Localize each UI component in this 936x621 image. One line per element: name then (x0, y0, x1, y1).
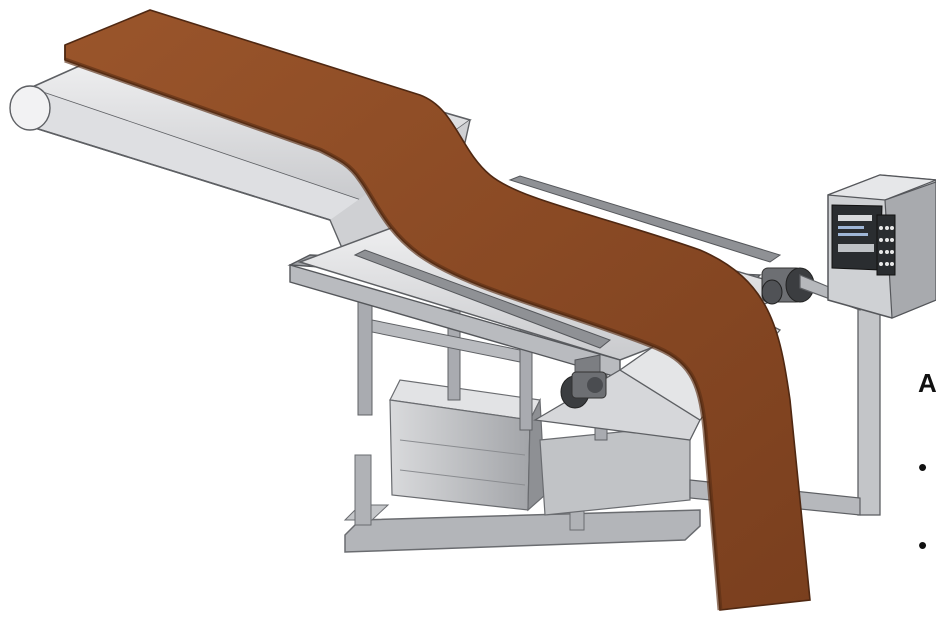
motor-icon-right (761, 267, 815, 305)
product-belt (64, 9, 811, 611)
display-icon (831, 204, 883, 271)
bullet-marker-1: • (918, 452, 928, 482)
keypad-icon (876, 214, 896, 276)
caption-heading: A (918, 368, 936, 398)
frame-legs (357, 299, 608, 441)
bullet-marker-2: • (918, 530, 928, 560)
load-cell-box (389, 379, 691, 516)
base-frame (343, 454, 701, 553)
motor-icon (560, 371, 607, 409)
